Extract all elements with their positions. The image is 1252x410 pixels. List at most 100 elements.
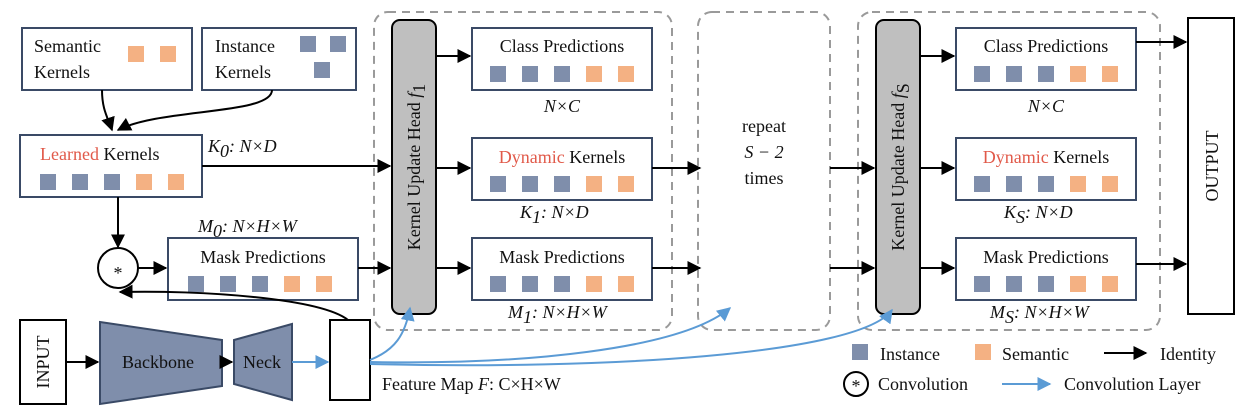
semantic-square — [618, 276, 634, 292]
neck-label: Neck — [243, 352, 281, 372]
instance-square — [522, 276, 538, 292]
instance-square — [72, 174, 88, 190]
mask-predictions-squares — [974, 276, 1118, 292]
semantic-square — [1102, 276, 1118, 292]
m0-label: M0: N×H×W — [197, 216, 299, 241]
semantic-square — [618, 176, 634, 192]
convolution-symbol: * — [114, 263, 123, 283]
legend-conv-circle — [843, 371, 869, 397]
conv-layer-to-headS — [369, 308, 893, 367]
kernel-update-head-1: Kernel Update Head f1 — [391, 19, 437, 315]
input-box: INPUT — [19, 319, 67, 405]
input-label: INPUT — [33, 335, 53, 388]
semantic-square — [1102, 176, 1118, 192]
semantic-kernels-label-2: Kernels — [34, 62, 90, 82]
instance-square — [522, 176, 538, 192]
mask-predictions-label: Mask Predictions — [499, 247, 625, 267]
class-predictions-squares — [974, 66, 1118, 82]
dynamic-kernels-squares — [490, 176, 634, 192]
semantic-square — [1102, 66, 1118, 82]
repeat-times: times — [745, 168, 784, 188]
semantic-square — [128, 46, 144, 62]
instance-kernels-label-2: Kernels — [215, 62, 271, 82]
instance-square — [1038, 66, 1054, 82]
m1-label: M1: N×H×W — [507, 302, 609, 327]
class-predictions-label: Class Predictions — [984, 36, 1109, 56]
k1-label: K1: N×D — [519, 202, 589, 227]
neck-block: Neck — [233, 322, 293, 402]
mask-predictions-squares — [188, 276, 332, 292]
arrow-feature-to-conv — [118, 284, 349, 321]
instance-square — [1006, 176, 1022, 192]
instance-square — [974, 276, 990, 292]
instance-square — [104, 174, 120, 190]
learned-kernels-label: Learned Kernels — [40, 144, 159, 164]
output-box: OUTPUT — [1187, 17, 1235, 315]
mask-predictions-box-0: Mask Predictions — [167, 237, 359, 301]
legend: Instance Semantic Identity * Convolution… — [843, 344, 1216, 397]
conv-layer-to-repeat — [369, 307, 732, 364]
semantic-kernels-label: Semantic — [34, 36, 101, 56]
instance-square — [188, 276, 204, 292]
instance-kernels-box: Instance Kernels — [201, 27, 357, 91]
k0-label: K0: N×D — [207, 136, 277, 161]
nc-label-S: N×C — [1027, 96, 1065, 116]
stage1-region — [373, 11, 673, 331]
semantic-square — [586, 66, 602, 82]
mS-label: MS: N×H×W — [989, 302, 1091, 327]
learned-kernels-squares — [40, 174, 184, 190]
semantic-kernels-box: Semantic Kernels — [21, 27, 193, 91]
instance-square — [1006, 66, 1022, 82]
legend-semantic-label: Semantic — [1002, 344, 1069, 364]
repeat-region — [697, 11, 831, 331]
instance-square — [490, 176, 506, 192]
nc-label-1: N×C — [543, 96, 581, 116]
semantic-square — [316, 276, 332, 292]
kS-label: KS: N×D — [1003, 202, 1073, 227]
arrow-semantic-to-learned — [101, 89, 115, 132]
instance-kernels-label: Instance — [215, 36, 275, 56]
semantic-square — [586, 276, 602, 292]
instance-square — [1006, 276, 1022, 292]
instance-square — [252, 276, 268, 292]
class-predictions-squares — [490, 66, 634, 82]
instance-square — [1038, 276, 1054, 292]
backbone-block: Backbone — [99, 320, 223, 406]
dynamic-kernels-squares — [974, 176, 1118, 192]
mask-predictions-label: Mask Predictions — [200, 247, 326, 267]
class-predictions-label: Class Predictions — [500, 36, 625, 56]
instance-square — [220, 276, 236, 292]
legend-instance-label: Instance — [880, 344, 940, 364]
instance-square — [40, 174, 56, 190]
dynamic-kernels-box-S: Dynamic Kernels — [955, 137, 1137, 201]
kernel-update-head-S: Kernel Update Head fS — [875, 19, 921, 315]
mask-predictions-box-1: Mask Predictions — [471, 237, 653, 301]
instance-square — [300, 36, 316, 52]
arrow-instance-to-learned — [116, 89, 273, 131]
learned-kernels-box: Learned Kernels — [19, 134, 203, 198]
instance-square — [330, 36, 346, 52]
backbone-label: Backbone — [122, 352, 194, 372]
semantic-square — [1070, 66, 1086, 82]
semantic-square — [618, 66, 634, 82]
instance-square — [554, 66, 570, 82]
legend-instance-swatch — [852, 344, 868, 360]
instance-square — [554, 276, 570, 292]
instance-square — [490, 276, 506, 292]
class-predictions-box-1: Class Predictions — [471, 27, 653, 91]
instance-square — [974, 176, 990, 192]
mask-predictions-box-S: Mask Predictions — [955, 237, 1137, 301]
instance-square — [1038, 176, 1054, 192]
feature-map-label: Feature Map F: C×H×W — [382, 374, 561, 394]
instance-square — [554, 176, 570, 192]
conv-layer-to-head1 — [369, 306, 415, 361]
feature-map-box — [329, 319, 371, 401]
instance-square — [522, 66, 538, 82]
output-label: OUTPUT — [1202, 130, 1222, 201]
legend-semantic-swatch — [975, 344, 991, 360]
semantic-square — [1070, 276, 1086, 292]
mask-predictions-squares — [490, 276, 634, 292]
semantic-square — [284, 276, 300, 292]
legend-conv-symbol: * — [852, 376, 861, 396]
